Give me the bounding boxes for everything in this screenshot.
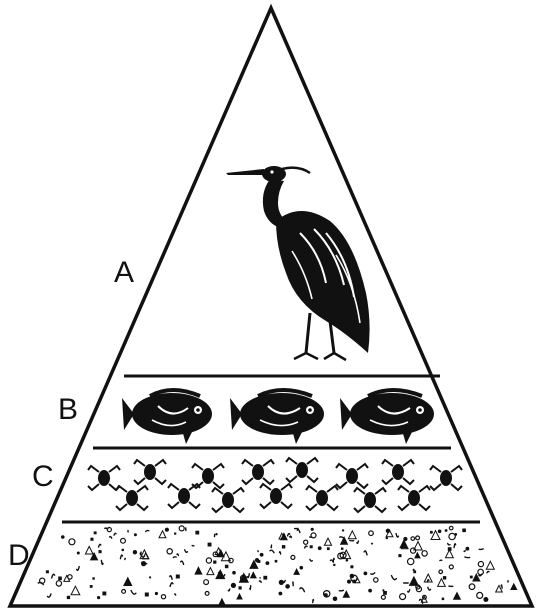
plankton-speck xyxy=(341,548,343,550)
plankton-speck xyxy=(462,529,466,533)
level-label-a: A xyxy=(114,258,134,288)
plankton-speck xyxy=(215,533,217,535)
plankton-speck xyxy=(383,591,387,595)
plankton-speck xyxy=(58,577,62,581)
plankton-speck xyxy=(466,547,470,551)
plankton-speck xyxy=(382,589,384,591)
plankton-speck xyxy=(149,576,151,578)
plankton-speck xyxy=(90,585,93,588)
plankton-speck xyxy=(92,577,94,579)
plankton-speck xyxy=(333,564,335,566)
plankton-speck xyxy=(90,538,93,541)
plankton-speck xyxy=(77,552,80,555)
level-label-c: C xyxy=(32,462,54,492)
plankton-speck xyxy=(250,586,251,590)
plankton-speck xyxy=(342,529,344,531)
plankton-speck xyxy=(102,592,106,596)
plankton-speck xyxy=(443,576,446,579)
plankton-speck xyxy=(313,600,314,603)
plankton-speck xyxy=(165,528,169,532)
plankton-speck xyxy=(155,592,158,595)
plankton-speck xyxy=(275,560,278,563)
plankton-speck xyxy=(225,565,229,569)
plankton-speck xyxy=(260,553,264,557)
plankton-speck xyxy=(175,594,176,595)
plankton-speck xyxy=(364,572,368,576)
plankton-speck xyxy=(352,580,356,584)
plankton-speck xyxy=(232,571,236,575)
plankton-speck xyxy=(430,531,433,534)
plankton-speck xyxy=(300,566,304,570)
plankton-speck xyxy=(290,536,291,538)
plankton-speck xyxy=(371,543,373,545)
plankton-speck xyxy=(470,576,473,579)
plankton-speck xyxy=(333,597,338,602)
plankton-speck xyxy=(368,589,372,593)
plankton-speck xyxy=(67,596,70,599)
plankton-speck xyxy=(176,575,180,579)
plankton-speck xyxy=(464,551,465,552)
plankton-speck xyxy=(465,557,470,558)
plankton-speck xyxy=(145,593,149,597)
plankton-speck xyxy=(318,546,322,550)
plankton-speck xyxy=(347,580,351,584)
plankton-speck xyxy=(263,576,267,580)
plankton-speck xyxy=(94,531,97,534)
plankton-speck xyxy=(445,529,448,532)
plankton-speck xyxy=(231,583,236,588)
pyramid-outline xyxy=(10,8,532,606)
plankton-speck xyxy=(134,533,137,536)
plankton-speck xyxy=(213,561,216,564)
plankton-speck xyxy=(311,528,314,531)
level-label-b: B xyxy=(58,395,78,425)
plankton-speck xyxy=(350,565,353,568)
plankton-speck xyxy=(239,586,242,589)
plankton-speck xyxy=(346,559,349,562)
plankton-speck xyxy=(279,592,283,596)
plankton-speck xyxy=(46,570,49,573)
plankton-speck xyxy=(133,550,137,554)
plankton-speck xyxy=(279,580,284,585)
plankton-speck xyxy=(140,552,141,554)
plankton-speck xyxy=(285,584,290,589)
plankton-speck xyxy=(282,545,285,548)
plankton-speck xyxy=(310,545,313,548)
plankton-speck xyxy=(173,557,176,558)
plankton-speck xyxy=(208,543,212,547)
plankton-speck xyxy=(97,596,100,599)
plankton-speck xyxy=(255,558,259,562)
plankton-speck xyxy=(398,554,401,557)
level-label-d: D xyxy=(8,541,30,571)
plankton-speck xyxy=(483,597,488,602)
plankton-speck xyxy=(141,561,146,566)
plankton-speck xyxy=(403,537,407,541)
plankton-speck xyxy=(122,549,125,552)
plankton-speck xyxy=(479,549,483,550)
plankton-speck xyxy=(438,530,442,534)
plankton-speck xyxy=(413,570,416,573)
plankton-speck xyxy=(61,535,65,539)
plankton-speck xyxy=(125,558,126,559)
plankton-speck xyxy=(386,529,390,533)
plankton-speck xyxy=(442,598,445,601)
plankton-speck xyxy=(327,547,330,550)
plankton-speck xyxy=(350,574,355,579)
plankton-speck xyxy=(266,561,270,565)
plankton-speck xyxy=(195,531,199,535)
plankton-speck xyxy=(339,590,343,591)
plankton-speck xyxy=(174,533,176,535)
plankton-speck xyxy=(99,550,102,553)
